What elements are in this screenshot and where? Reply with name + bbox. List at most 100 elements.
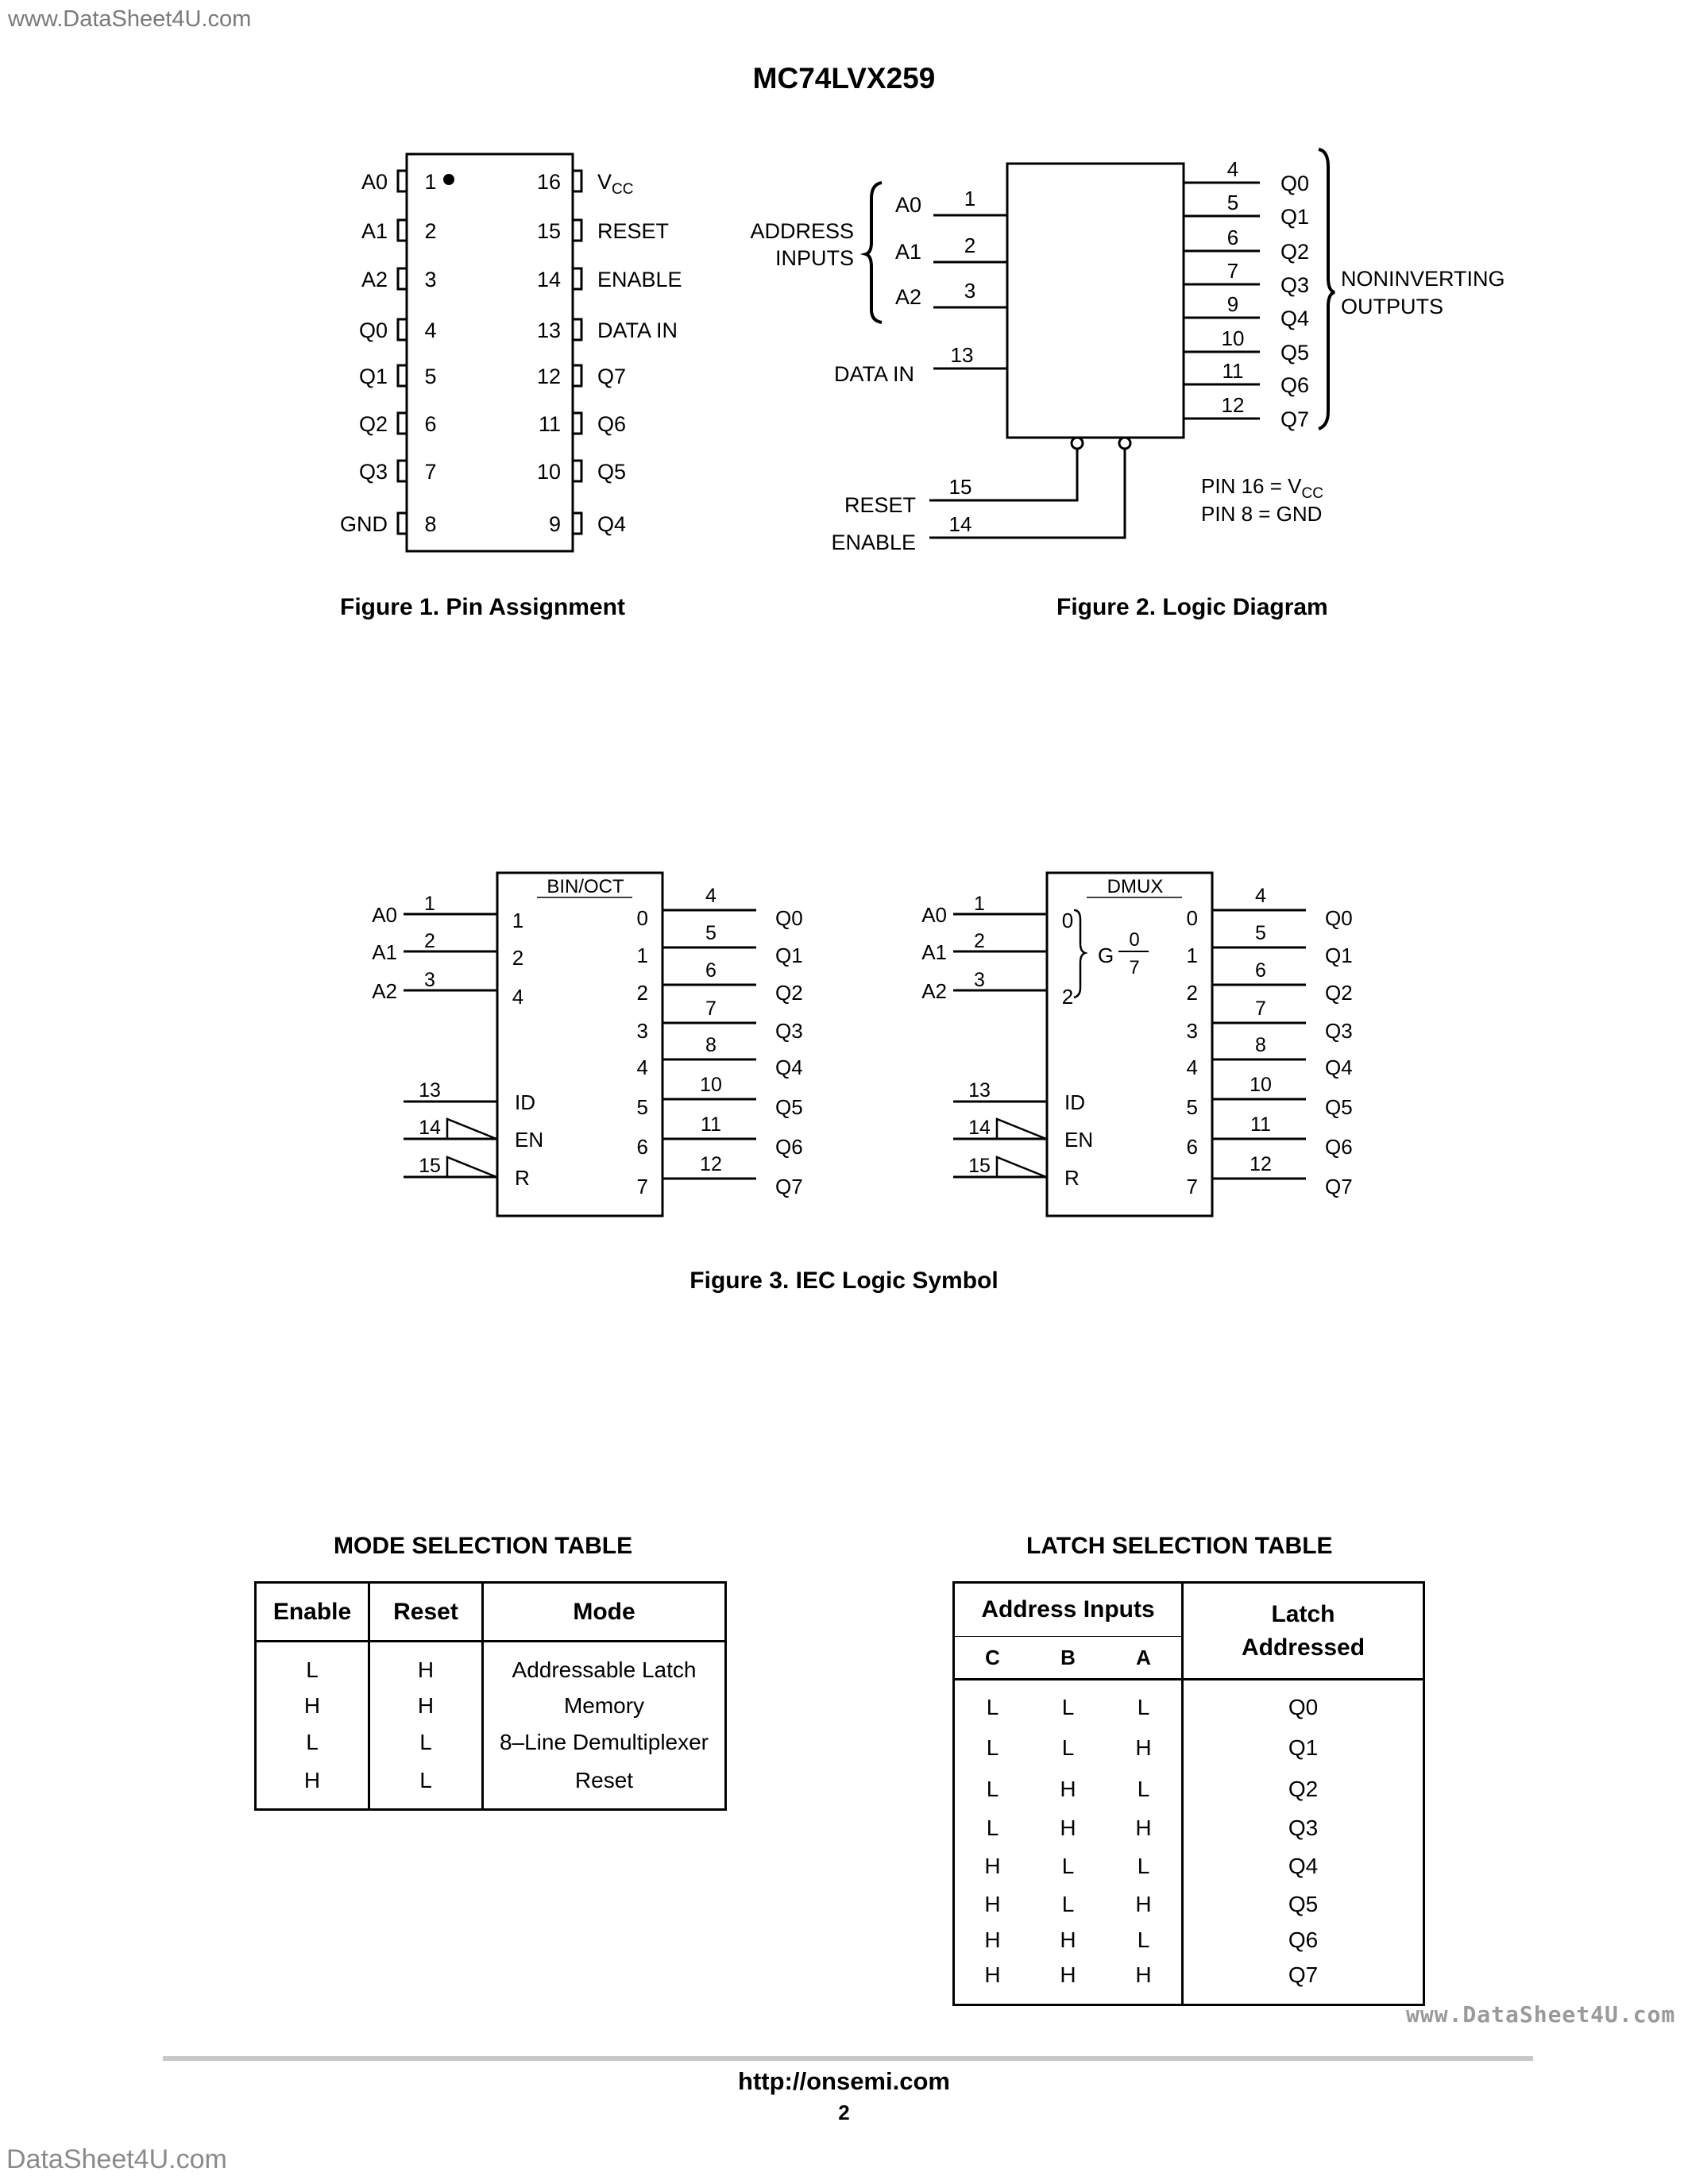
pin-stub (396, 267, 406, 291)
output-pin-number: 11 (1223, 359, 1244, 383)
output-pin-number: 11 (1250, 1113, 1271, 1136)
output-name: Q1 (775, 943, 803, 967)
output-index: 5 (1187, 1095, 1198, 1119)
control-label: ID (1064, 1090, 1085, 1114)
table-cell: H (984, 1962, 1001, 1987)
table-cell: H (369, 1641, 484, 1688)
output-name: Q6 (1325, 1135, 1353, 1159)
pin-stub (396, 364, 406, 388)
table-cell: L (1061, 1891, 1075, 1916)
latch-header-line1: Latch (1271, 1600, 1335, 1627)
output-pin-number: 5 (1255, 922, 1266, 944)
control-pin-number: 15 (419, 1155, 441, 1177)
pin-name: Q1 (359, 365, 388, 388)
symbol-title: DMUX (1107, 876, 1164, 897)
output-pin-number: 5 (705, 922, 717, 944)
pin1-marker-dot (443, 174, 454, 185)
output-name: Q4 (775, 1055, 803, 1079)
pin-stub (396, 411, 406, 435)
g-bottom-label: 7 (1129, 957, 1139, 978)
output-name: Q3 (1280, 273, 1309, 297)
pin-name: A2 (361, 268, 388, 291)
pin-stub (574, 318, 583, 341)
output-pin-number: 4 (1255, 885, 1266, 907)
output-index: 4 (1187, 1055, 1198, 1079)
table-cell: H (369, 1687, 484, 1724)
latch-subheader-a: A (1106, 1636, 1184, 1680)
g-label: G (1098, 943, 1114, 967)
pin-number: 5 (424, 365, 436, 388)
output-pin-number: 4 (705, 885, 717, 907)
table-cell: L (255, 1723, 370, 1761)
output-pin-number: 5 (1227, 191, 1238, 214)
output-pin-number: 6 (705, 959, 717, 982)
output-pin-number: 9 (1227, 292, 1238, 316)
table-cell: H (1106, 1957, 1184, 2005)
control-pin-number: 13 (968, 1079, 991, 1102)
table-cell: H (1060, 1776, 1076, 1801)
table-cell: L (1061, 1734, 1075, 1760)
table-cell: Q1 (1288, 1734, 1319, 1760)
reset-pin-number: 15 (949, 475, 972, 499)
table-cell: H (1106, 1885, 1184, 1923)
reset-wire (929, 449, 1079, 502)
input-weight-label: 2 (512, 946, 523, 970)
output-name: Q3 (775, 1019, 803, 1043)
table-cell: L (1106, 1922, 1184, 1958)
control-label: R (515, 1166, 530, 1190)
reset-label: RESET (844, 493, 916, 517)
g-top-label: 0 (1129, 929, 1139, 951)
table-row: L H L Q2 (954, 1768, 1424, 1810)
output-name: Q7 (775, 1175, 803, 1198)
enable-label: ENABLE (831, 531, 916, 554)
table-cell: H (984, 1927, 1001, 1952)
output-pin-number: 10 (700, 1074, 722, 1096)
table-cell: L (986, 1734, 999, 1760)
table-row: L H H Q3 (954, 1809, 1424, 1846)
output-name: Q0 (1280, 172, 1309, 195)
input-name: A2 (372, 979, 397, 1003)
output-name: Q6 (775, 1135, 803, 1159)
input-name: A1 (921, 940, 947, 964)
figure2-caption: Figure 2. Logic Diagram (1056, 594, 1328, 620)
outputs-label: OUTPUTS (1341, 295, 1443, 318)
pin-name: A1 (361, 219, 388, 243)
pin-number: 13 (537, 318, 561, 342)
output-pin-number: 12 (1250, 1153, 1272, 1175)
negation-triangle (995, 1156, 1047, 1179)
input-pin-number: 3 (964, 279, 975, 303)
output-pin-number: 12 (1222, 393, 1245, 417)
mode-table-title: MODE SELECTION TABLE (334, 1533, 633, 1559)
pin-number: 9 (549, 512, 561, 536)
pin-stub (574, 364, 583, 388)
pin-number: 11 (539, 412, 561, 436)
output-pin-number: 6 (1255, 959, 1266, 982)
pin-number: 15 (537, 219, 561, 243)
pin-stub (574, 411, 583, 435)
pin-stub (574, 218, 583, 242)
ic-package-body (405, 152, 574, 553)
latch-table-title: LATCH SELECTION TABLE (1026, 1533, 1333, 1559)
output-name: Q2 (1280, 240, 1309, 264)
table-cell: Reset (574, 1767, 634, 1792)
input-pin-number: 1 (964, 187, 975, 210)
output-name: Q4 (1280, 307, 1309, 330)
table-cell: L (1061, 1695, 1075, 1720)
output-name: Q7 (1280, 407, 1309, 431)
output-name: Q5 (775, 1095, 803, 1119)
pin-number: 1 (424, 170, 436, 194)
outputs-brace (1318, 148, 1335, 430)
address-brace (859, 181, 883, 324)
symbol-body (1045, 871, 1214, 1217)
mode-header-mode: Mode (573, 1598, 635, 1625)
control-label: EN (515, 1128, 543, 1152)
latch-header-line2: Addressed (1241, 1634, 1365, 1661)
pin-name: Q7 (597, 365, 626, 388)
input-pin-number: 1 (424, 893, 435, 915)
mode-header-reset: Reset (369, 1582, 484, 1642)
latch-header-latch-addressed: Latch Addressed (1182, 1582, 1424, 1680)
table-cell: Q6 (1288, 1927, 1319, 1952)
page-number: 2 (838, 2101, 850, 2124)
table-row: H H Memory (255, 1687, 726, 1724)
